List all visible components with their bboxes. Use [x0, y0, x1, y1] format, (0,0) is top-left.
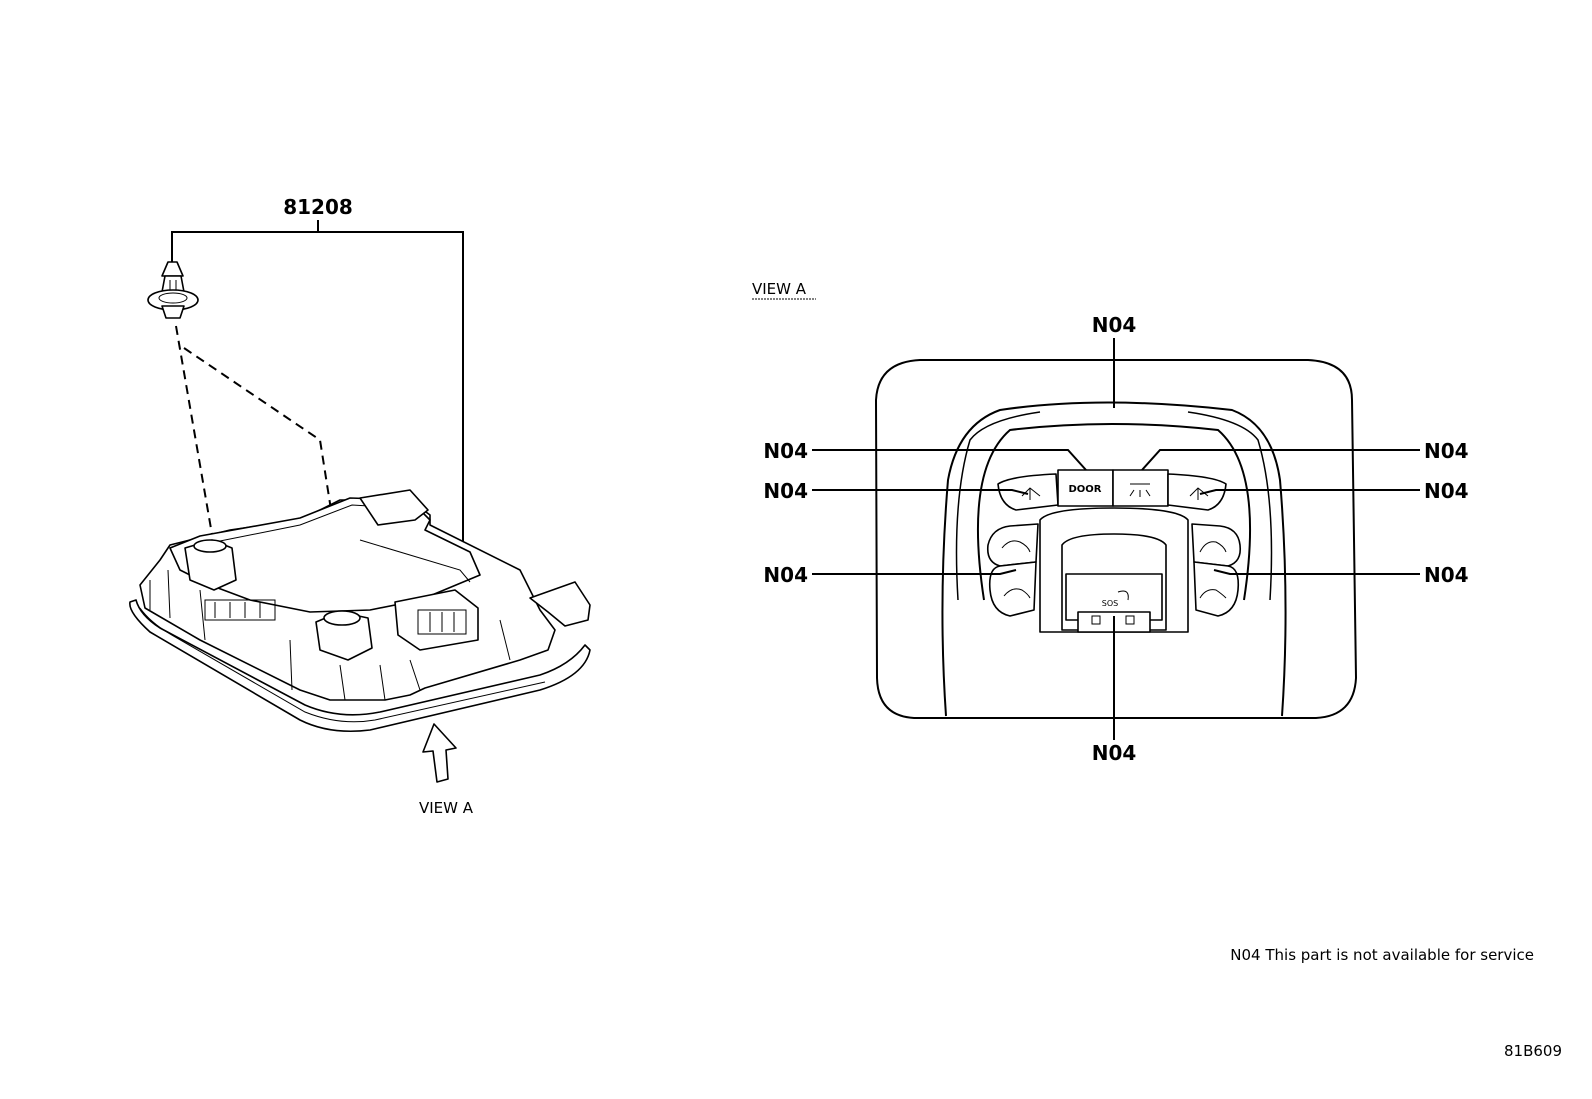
console-inner-trim	[941, 401, 1287, 717]
diagram-code: 81B609	[1504, 1042, 1562, 1060]
callout-leaders	[812, 338, 1420, 740]
top-button-row: DOOR	[997, 469, 1227, 511]
callout-mid-right[interactable]: N04	[1424, 479, 1469, 503]
door-button[interactable]	[1057, 469, 1114, 507]
sos-button-label: SOS	[1102, 599, 1118, 608]
right-side-buttons	[1191, 523, 1242, 617]
service-note: N04 This part is not available for servi…	[1230, 946, 1534, 964]
callout-mid-left[interactable]: N04	[763, 479, 808, 503]
view-a-title: VIEW A	[752, 280, 807, 298]
right-upper-side-button[interactable]	[1191, 523, 1242, 567]
callout-lower-left[interactable]: N04	[763, 563, 808, 587]
left-upper-side-button[interactable]	[986, 523, 1039, 567]
right-map-lamp-button[interactable]	[1167, 473, 1227, 511]
view-a-panel: VIEW A DOOR	[752, 280, 1469, 765]
callout-upper-left[interactable]: N04	[763, 439, 808, 463]
room-lamp-icon	[1129, 483, 1151, 497]
view-a-arrow-label: VIEW A	[419, 799, 474, 817]
console-outer-bezel	[874, 359, 1358, 719]
sos-icon	[1117, 590, 1129, 601]
right-lower-side-button[interactable]	[1193, 561, 1240, 617]
part-number-label[interactable]: 81208	[283, 195, 353, 219]
left-map-lamp-button[interactable]	[997, 473, 1059, 511]
callout-top[interactable]: N04	[1092, 313, 1137, 337]
exploded-view: 81208	[129, 195, 591, 817]
callout-bottom[interactable]: N04	[1092, 741, 1137, 765]
room-lamp-button[interactable]	[1112, 469, 1169, 507]
callout-lower-right[interactable]: N04	[1424, 563, 1469, 587]
left-side-buttons	[986, 523, 1039, 617]
callout-upper-right[interactable]: N04	[1424, 439, 1469, 463]
clip-fastener	[147, 261, 199, 319]
map-lamp-assembly	[129, 489, 591, 733]
sos-module: SOS	[1039, 507, 1189, 633]
door-button-label: DOOR	[1068, 484, 1101, 495]
install-dash-line-1	[175, 325, 215, 547]
view-a-arrow	[422, 723, 457, 783]
